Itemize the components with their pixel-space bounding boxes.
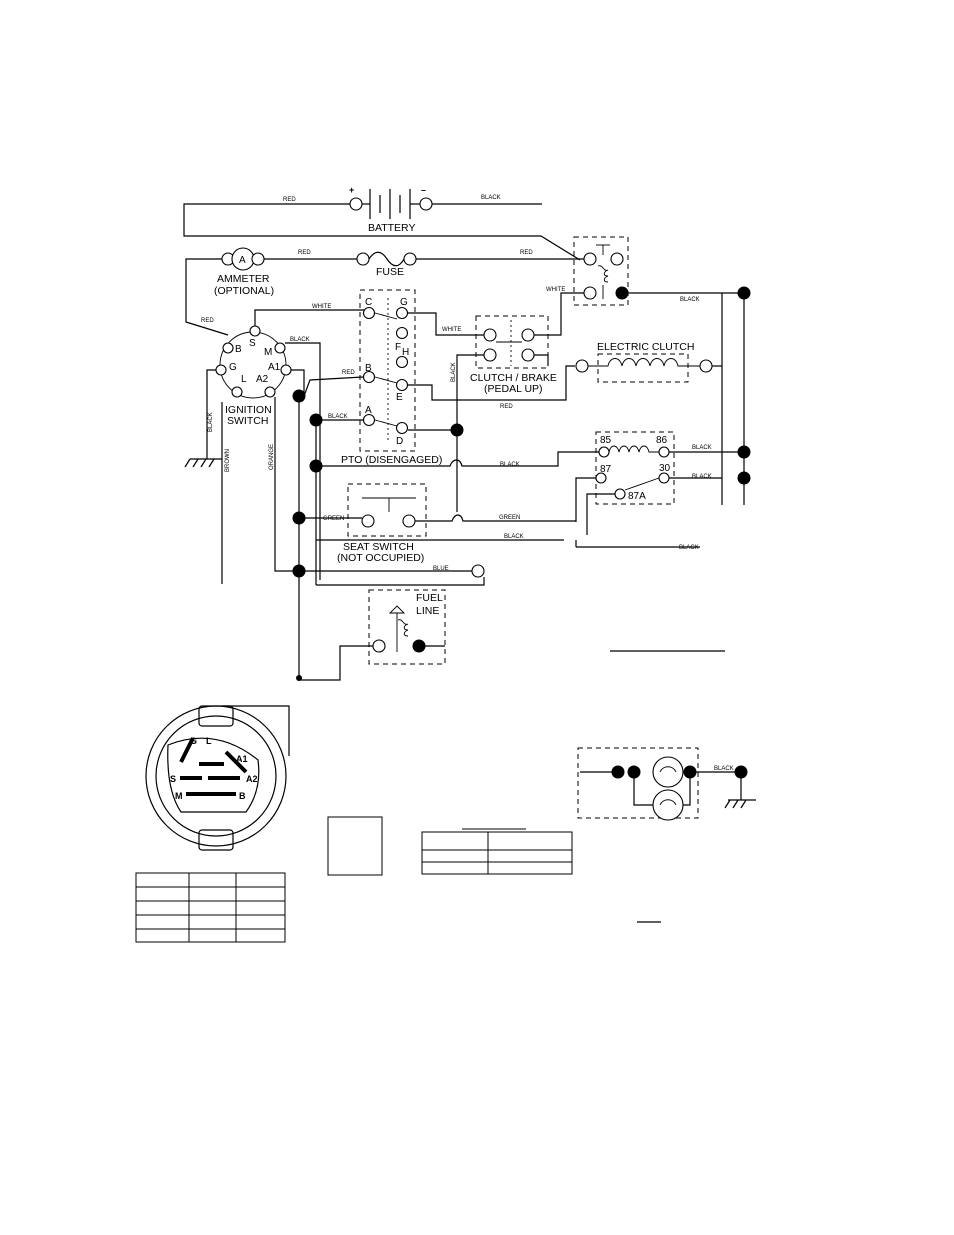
battery-minus: – [421,185,426,195]
small-table [421,828,573,875]
wire-label-ammeter-red: RED [298,250,311,256]
wire-label-brown: BROWN [225,449,231,472]
ign-term-s: S [249,338,256,349]
pto-term-e: E [396,392,403,403]
wire-label-orange: ORANGE [269,444,275,470]
clutch-brake-label-2: (PEDAL UP) [484,383,543,395]
fuel-solenoid: FUEL LINE [368,589,446,665]
seat-switch: SEAT SWITCH (NOT OCCUPIED) [337,483,427,564]
empty-box [327,816,383,876]
pto-term-f: F [395,342,401,353]
wire-label-fuse-red: RED [520,250,533,256]
ignition-switch: B S M G L A2 A1 IGNITION SWITCH [215,325,292,427]
wire-label-lights-black: BLACK [714,766,734,772]
battery-plus: + [349,185,354,195]
pto-term-g: G [400,297,408,308]
ign-term-m: M [264,347,272,358]
wire-label-seat-green-2: GREEN [499,515,520,521]
wire-label-blue: BLUE [433,566,449,572]
relay-term-85: 85 [600,435,612,446]
ign-term-l: L [241,374,247,385]
plug-term-s: S [170,774,176,784]
ignition-plug: G L A1 S A2 M B [145,705,290,851]
plug-term-m: M [175,791,183,801]
wire-label-battery-red: RED [283,197,296,203]
clutch-brake-switch: CLUTCH / BRAKE (PEDAL UP) [470,315,557,395]
pto-switch: C G F H B E A D PTO (DISENGAGED) [341,289,442,466]
ignition-table [135,872,286,943]
headlights: BLACK [577,747,756,821]
wire-label-solenoid-white: WHITE [546,287,565,293]
ignition-label-1: IGNITION [225,404,272,416]
wire-label-pto-red: RED [342,370,355,376]
wire-label-relay-black-3: BLACK [679,545,699,551]
fuel-label-1: FUEL [416,592,443,604]
ignition-label-2: SWITCH [227,415,268,427]
wire-label-seat-green: GREEN [323,516,344,522]
electric-clutch-label: ELECTRIC CLUTCH [597,341,694,353]
relay: 85 86 87 30 87A [595,431,675,505]
wire-label-clutch-red: RED [500,404,513,410]
battery: + – BATTERY RED BLACK [183,185,542,234]
battery-label: BATTERY [368,222,415,234]
wire-label-ign-ground-black: BLACK [208,412,214,432]
wire-label-clutch-white: WHITE [442,327,461,333]
ign-term-a1: A1 [268,362,281,373]
plug-term-a1: A1 [236,754,248,764]
ammeter-symbol: A [239,255,246,266]
wire-label-clutch-black: BLACK [451,362,457,382]
pto-term-c: C [365,297,372,308]
relay-term-87: 87 [600,464,612,475]
ammeter: A AMMETER (OPTIONAL) RED RED [185,247,357,336]
ammeter-label-2: (OPTIONAL) [214,285,274,297]
wire-label-pto-black-2: BLACK [500,462,520,468]
wire-label-ignition-red: RED [201,318,214,324]
pto-term-a: A [365,405,372,416]
wire-label-relay-black-1: BLACK [692,445,712,451]
starter-solenoid: WHITE BLACK [534,236,751,336]
wire-label-ign-white: WHITE [312,304,331,310]
wire-label-battery-black: BLACK [481,195,501,201]
wire-label-relay-black-2: BLACK [692,474,712,480]
ign-term-a2: A2 [256,374,269,385]
seat-label-1: SEAT SWITCH [343,541,414,553]
fuse-label: FUSE [376,266,404,278]
pto-label: PTO (DISENGAGED) [341,454,442,466]
electric-clutch: ELECTRIC CLUTCH [575,341,722,383]
plug-term-l: L [206,736,212,746]
relay-term-30: 30 [659,463,671,474]
relay-term-86: 86 [656,435,668,446]
wire-label-pto-black: BLACK [328,414,348,420]
fuel-label-2: LINE [416,605,439,617]
wire-label-solenoid-black: BLACK [680,297,700,303]
seat-label-2: (NOT OCCUPIED) [337,552,424,564]
wire-label-seat-black: BLACK [504,534,524,540]
plug-term-b: B [239,791,246,801]
ammeter-label-1: AMMETER [217,273,270,285]
fuse: FUSE RED [356,250,584,278]
relay-term-87a: 87A [628,491,646,502]
pto-term-d: D [396,436,403,447]
plug-term-a2: A2 [246,774,258,784]
pto-term-b: B [365,363,372,374]
pto-term-h: H [402,347,409,358]
wire-label-ign-black: BLACK [290,337,310,343]
clutch-brake-label-1: CLUTCH / BRAKE [470,372,557,384]
ign-term-g: G [229,362,237,373]
plug-term-g: G [190,736,197,746]
ign-term-b: B [235,344,242,355]
